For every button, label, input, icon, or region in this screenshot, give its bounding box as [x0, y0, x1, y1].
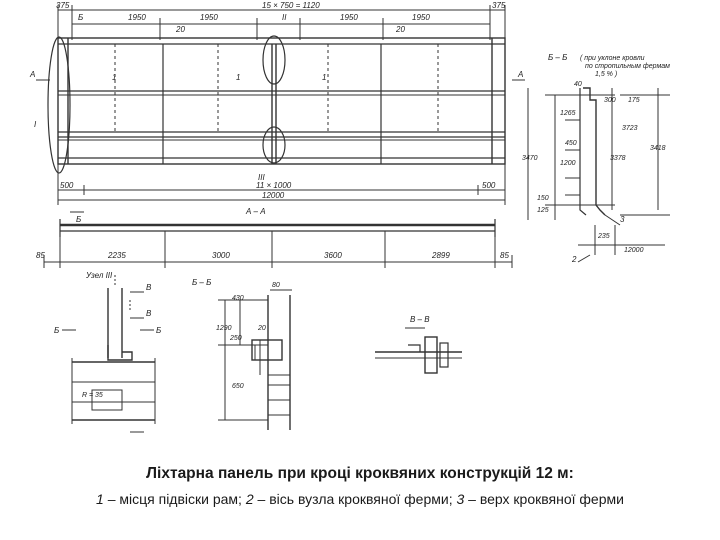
bb-dim-1200: 1200	[560, 160, 576, 167]
bb-dim-300: 300	[604, 97, 616, 104]
legend-item-1-text: – місця підвіски рам;	[103, 491, 246, 507]
bb-dim-175: 175	[628, 97, 640, 104]
bb-leader-3: 3	[620, 215, 625, 224]
bb-dim-150: 150	[537, 195, 549, 202]
section-vv-view	[375, 327, 462, 374]
section-bb-small-title: Б – Б	[192, 278, 211, 287]
node-radius: R = 35	[82, 392, 103, 399]
section-bb-right-title: Б – Б	[548, 53, 567, 62]
bb-dim-40: 40	[574, 81, 582, 88]
dim-top-6: 1950	[412, 13, 430, 22]
dim-top-7: 375	[492, 1, 506, 10]
legend-item-3-text: – верх кроквяної ферми	[464, 491, 624, 507]
mark-20-a: 20	[175, 25, 185, 34]
dim-top-1: 375	[56, 1, 70, 10]
section-bb-note-1: ( при уклоне кровли	[580, 55, 645, 62]
bbs-dim-80: 80	[272, 282, 280, 289]
node-iii-view	[62, 275, 156, 433]
section-bb-small-view	[218, 289, 292, 430]
dim-bottom-500-left: 500	[60, 181, 74, 190]
legend-item-2-text: – вісь вузла кроквяної ферми;	[253, 491, 457, 507]
caption-title: Ліхтарна панель при кроці кроквяних конс…	[146, 465, 574, 482]
leader-1-a: 1	[236, 73, 240, 82]
dim-aa-2235: 2235	[107, 251, 126, 260]
dim-aa-3600: 3600	[324, 251, 342, 260]
bb-dim-450: 450	[565, 140, 577, 147]
caption-legend: 1 – місця підвіски рам; 2 – вісь вузла к…	[0, 491, 720, 507]
dim-aa-85-left: 85	[36, 251, 45, 260]
bb-dim-3723: 3723	[622, 125, 638, 132]
bb-dim-3470: 3470	[522, 155, 538, 162]
legend-item-2-number: 2	[245, 491, 254, 507]
mark-20-b: 20	[395, 25, 405, 34]
node-iii-title: Узел III	[85, 271, 113, 280]
legend-item-3-number: 3	[456, 491, 465, 507]
mark-i: I	[34, 120, 37, 129]
elevation-view	[36, 5, 525, 205]
mark-a-left: А	[29, 70, 35, 79]
bb-dim-3418: 3418	[650, 145, 666, 152]
node-mark-v-bottom: В	[146, 309, 152, 318]
bb-leader-2: 2	[571, 255, 577, 264]
section-aa-title: А – А	[245, 207, 266, 216]
dim-bottom-11x1000: 11 × 1000	[256, 181, 292, 190]
dim-top-5: 1950	[340, 13, 358, 22]
bb-dim-125: 125	[537, 207, 549, 214]
node-mark-b-right: Б	[156, 326, 161, 335]
bbs-dim-250: 250	[229, 335, 242, 342]
bbs-dim-1290: 1290	[216, 325, 232, 332]
bb-dim-3378: 3378	[610, 155, 626, 162]
node-mark-v-top: В	[146, 283, 152, 292]
mark-iii: III	[258, 173, 265, 182]
bb-dim-12000: 12000	[624, 247, 644, 254]
mark-ii: II	[282, 13, 287, 22]
legend-item-1-number: 1	[96, 491, 104, 507]
section-aa-view	[43, 211, 513, 268]
bbs-dim-20: 20	[257, 325, 266, 332]
bbs-dim-650: 650	[232, 383, 244, 390]
bb-dim-235: 235	[597, 233, 610, 240]
bb-dim-1265: 1265	[560, 110, 576, 117]
section-bb-right-view	[527, 87, 670, 263]
dim-aa-85-right: 85	[500, 251, 509, 260]
dim-aa-3000: 3000	[212, 251, 230, 260]
dim-top-4: 15 × 750 = 1120	[262, 1, 320, 10]
mark-b-bottom: Б	[76, 215, 81, 224]
section-vv-title: В – В	[410, 315, 430, 324]
dim-aa-2899: 2899	[431, 251, 450, 260]
dim-bottom-500-right: 500	[482, 181, 496, 190]
dim-top-2: 1950	[128, 13, 146, 22]
node-mark-b-left: Б	[54, 326, 59, 335]
dim-top-3: 1950	[200, 13, 218, 22]
mark-a-right: А	[517, 70, 523, 79]
section-bb-note-3: 1,5 % )	[595, 71, 617, 78]
leader-1-c: 1	[112, 73, 116, 82]
leader-1-b: 1	[322, 73, 326, 82]
section-bb-note-2: по стропильным фермам	[585, 63, 670, 70]
bbs-dim-430: 430	[232, 295, 244, 302]
dim-bottom-12000: 12000	[262, 191, 285, 200]
mark-b-top: Б	[78, 13, 83, 22]
